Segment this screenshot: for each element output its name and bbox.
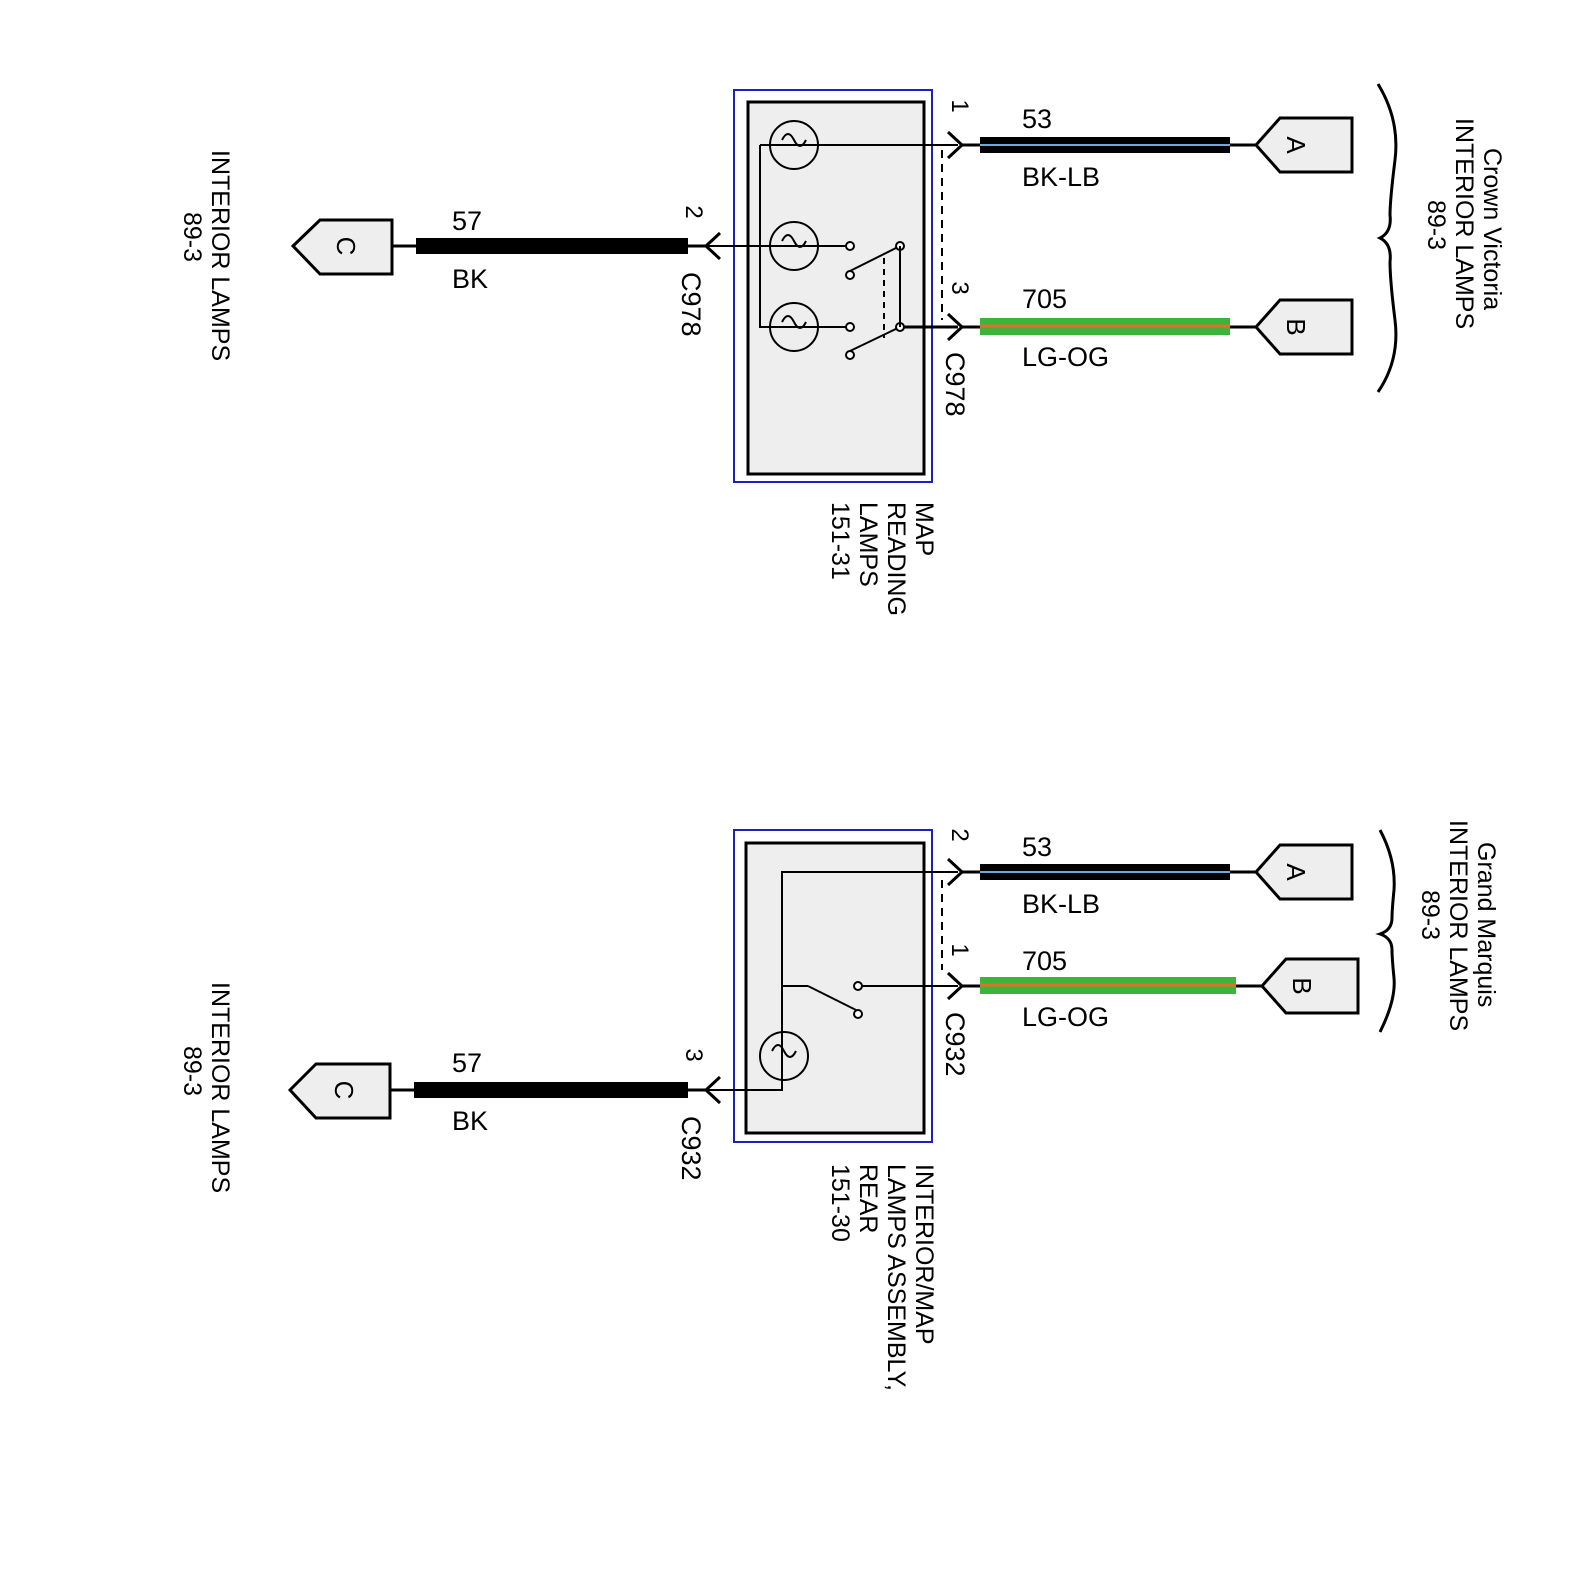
connector-flag-b bbox=[1259, 957, 1360, 1015]
wire-color-code: BK bbox=[452, 264, 488, 294]
component-name: LAMPS ASSEMBLY, bbox=[882, 1164, 910, 1391]
page-number: 89-3 bbox=[178, 1046, 206, 1096]
page-number: 89-3 bbox=[178, 212, 206, 262]
top-diagram: A B C 1 3 2 C978 C978 53 BK-LB 705 LG-OG… bbox=[178, 83, 1506, 616]
page-reference: INTERIOR LAMPS bbox=[206, 150, 234, 361]
connector-flag-c bbox=[290, 218, 394, 276]
circuit-number: 705 bbox=[1022, 284, 1067, 314]
component-name: REAR bbox=[854, 1164, 882, 1233]
internal-wire-1 bbox=[759, 145, 800, 328]
pin-number: 3 bbox=[680, 1048, 707, 1061]
page-reference: INTERIOR LAMPS bbox=[1444, 820, 1472, 1031]
wire-57-body bbox=[416, 238, 688, 254]
wire-color-code: BK bbox=[452, 1106, 488, 1136]
brace-icon bbox=[1376, 83, 1398, 393]
connector-letter-b: B bbox=[1281, 318, 1311, 335]
component-name: READING bbox=[882, 502, 910, 616]
component-name: MAP bbox=[910, 502, 938, 556]
wire-color-code: BK-LB bbox=[1022, 889, 1100, 919]
connector-id: C978 bbox=[676, 272, 706, 337]
map-reading-lamps-box bbox=[746, 100, 926, 476]
page-reference: INTERIOR LAMPS bbox=[206, 982, 234, 1193]
pin-number: 1 bbox=[946, 943, 973, 956]
pin-number: 2 bbox=[946, 828, 973, 841]
interior-map-lamps-box bbox=[744, 841, 926, 1135]
connector-letter-a: A bbox=[1281, 863, 1311, 881]
component-name: LAMPS bbox=[854, 502, 882, 587]
vehicle-name: Crown Victoria bbox=[1478, 148, 1506, 310]
wire-57-body bbox=[414, 1082, 688, 1098]
pin-number: 3 bbox=[946, 281, 973, 294]
wire-color-code: LG-OG bbox=[1022, 1002, 1109, 1032]
connector-flag-c bbox=[287, 1062, 392, 1120]
connector-flag-b bbox=[1253, 298, 1354, 356]
component-name: INTERIOR/MAP bbox=[910, 1164, 938, 1345]
connector-letter-c: C bbox=[329, 1081, 359, 1100]
vehicle-name: Grand Marquis bbox=[1472, 842, 1500, 1007]
connector-letter-a: A bbox=[1281, 136, 1311, 154]
lamp-icon bbox=[759, 1031, 809, 1081]
connector-id: C932 bbox=[676, 1116, 706, 1181]
page-reference: INTERIOR LAMPS bbox=[1450, 118, 1478, 329]
switch-icon bbox=[845, 241, 905, 280]
bottom-diagram: A B C 2 1 3 C932 C932 53 BK-LB 705 LG-OG… bbox=[178, 820, 1500, 1391]
switch-icon bbox=[845, 322, 905, 360]
connector-letter-b: B bbox=[1287, 977, 1317, 994]
page-number: 89-3 bbox=[1416, 890, 1444, 940]
circuit-number: 53 bbox=[1022, 104, 1052, 134]
wire-color-code: LG-OG bbox=[1022, 342, 1109, 372]
connector-flag-a bbox=[1253, 116, 1354, 174]
page-number: 89-3 bbox=[1422, 200, 1450, 250]
circuit-number: 57 bbox=[452, 206, 482, 236]
circuit-number: 53 bbox=[1022, 832, 1052, 862]
switch-icon bbox=[807, 981, 863, 1019]
map-reading-lamps-box-outer bbox=[733, 89, 933, 483]
brace-icon bbox=[1375, 829, 1396, 1033]
lamp-icon bbox=[769, 120, 819, 170]
pin-number: 1 bbox=[946, 99, 973, 112]
connector-id: C978 bbox=[940, 352, 970, 417]
lamp-icon bbox=[769, 221, 819, 271]
connector-letter-c: C bbox=[331, 237, 361, 256]
internal-wire-1 bbox=[706, 871, 958, 1091]
component-name: 151-31 bbox=[826, 502, 854, 580]
circuit-number: 705 bbox=[1022, 946, 1067, 976]
component-name: 151-30 bbox=[826, 1164, 854, 1242]
pin-number: 2 bbox=[680, 205, 707, 218]
connector-flag-a bbox=[1253, 843, 1354, 901]
wire-color-code: BK-LB bbox=[1022, 162, 1100, 192]
lamp-icon bbox=[769, 302, 819, 352]
circuit-number: 57 bbox=[452, 1048, 482, 1078]
connector-id: C932 bbox=[940, 1012, 970, 1077]
